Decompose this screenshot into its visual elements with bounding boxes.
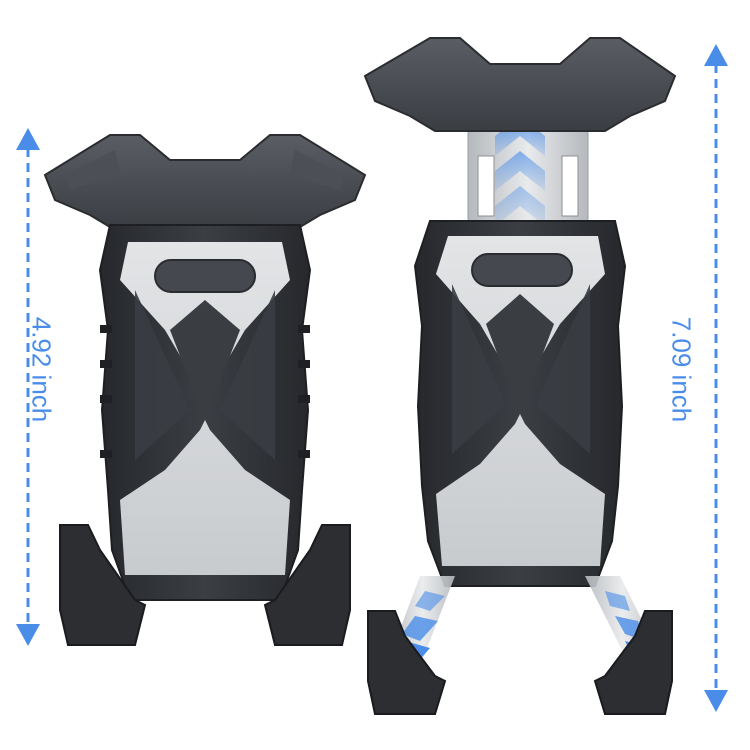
left-dimension-arrow [16, 128, 40, 646]
right-phone-holder [363, 37, 677, 715]
right-dimension-arrow [704, 44, 728, 712]
left-phone-holder [43, 134, 367, 646]
